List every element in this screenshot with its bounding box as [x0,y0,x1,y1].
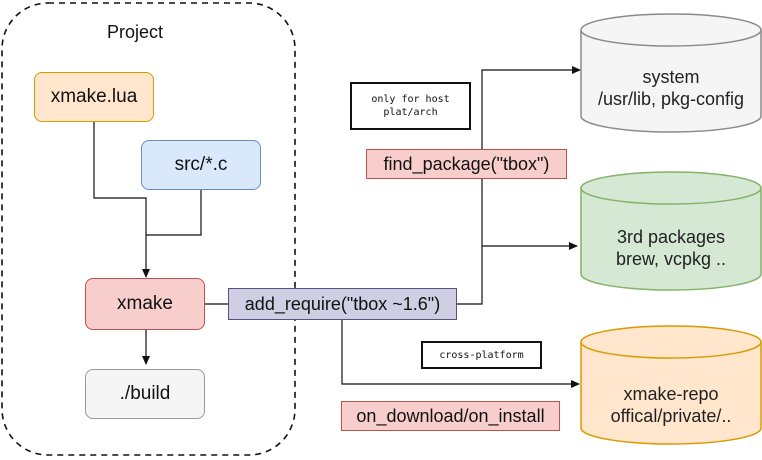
build-node[interactable]: ./build [85,369,205,419]
find-package-label: find_package("tbox") [366,149,567,179]
cross-platform-note: cross-platform [421,341,542,369]
add-require-label: add_require("tbox ~1.6") [228,288,457,320]
third-party-repo-label: 3rd packages brew, vcpkg .. [581,226,761,270]
src-node[interactable]: src/*.c [141,140,261,190]
on-download-label: on_download/on_install [341,401,560,431]
third-party-cylinder [580,171,762,291]
system-repo-title: system [642,67,700,87]
system-repo-label: system /usr/lib, pkg-config [581,66,761,110]
edge-require-to-system [457,66,581,305]
third-party-repo-detail: brew, vcpkg .. [615,249,727,269]
xmake-node[interactable]: xmake [85,278,205,330]
system-repo-detail: /usr/lib, pkg-config [597,89,745,109]
project-title: Project [107,22,164,42]
project-boundary [1,2,296,456]
xmake-repo-detail: offical/private/.. [610,406,732,426]
system-cylinder [580,13,762,133]
xmake-repo-cylinder [580,325,762,445]
host-only-note: only for host plat/arch [350,82,471,130]
connectors [93,66,581,388]
third-party-repo-title: 3rd packages [616,227,726,247]
edge-xmake-lua-to-xmake [93,122,150,278]
xmake-repo-label: xmake-repo offical/private/.. [581,383,761,427]
xmake-repo-title: xmake-repo [623,384,719,404]
edge-src-to-xmake [146,190,202,236]
xmake-lua-node[interactable]: xmake.lua [34,72,154,122]
edge-require-to-xmake-repo [341,320,580,388]
